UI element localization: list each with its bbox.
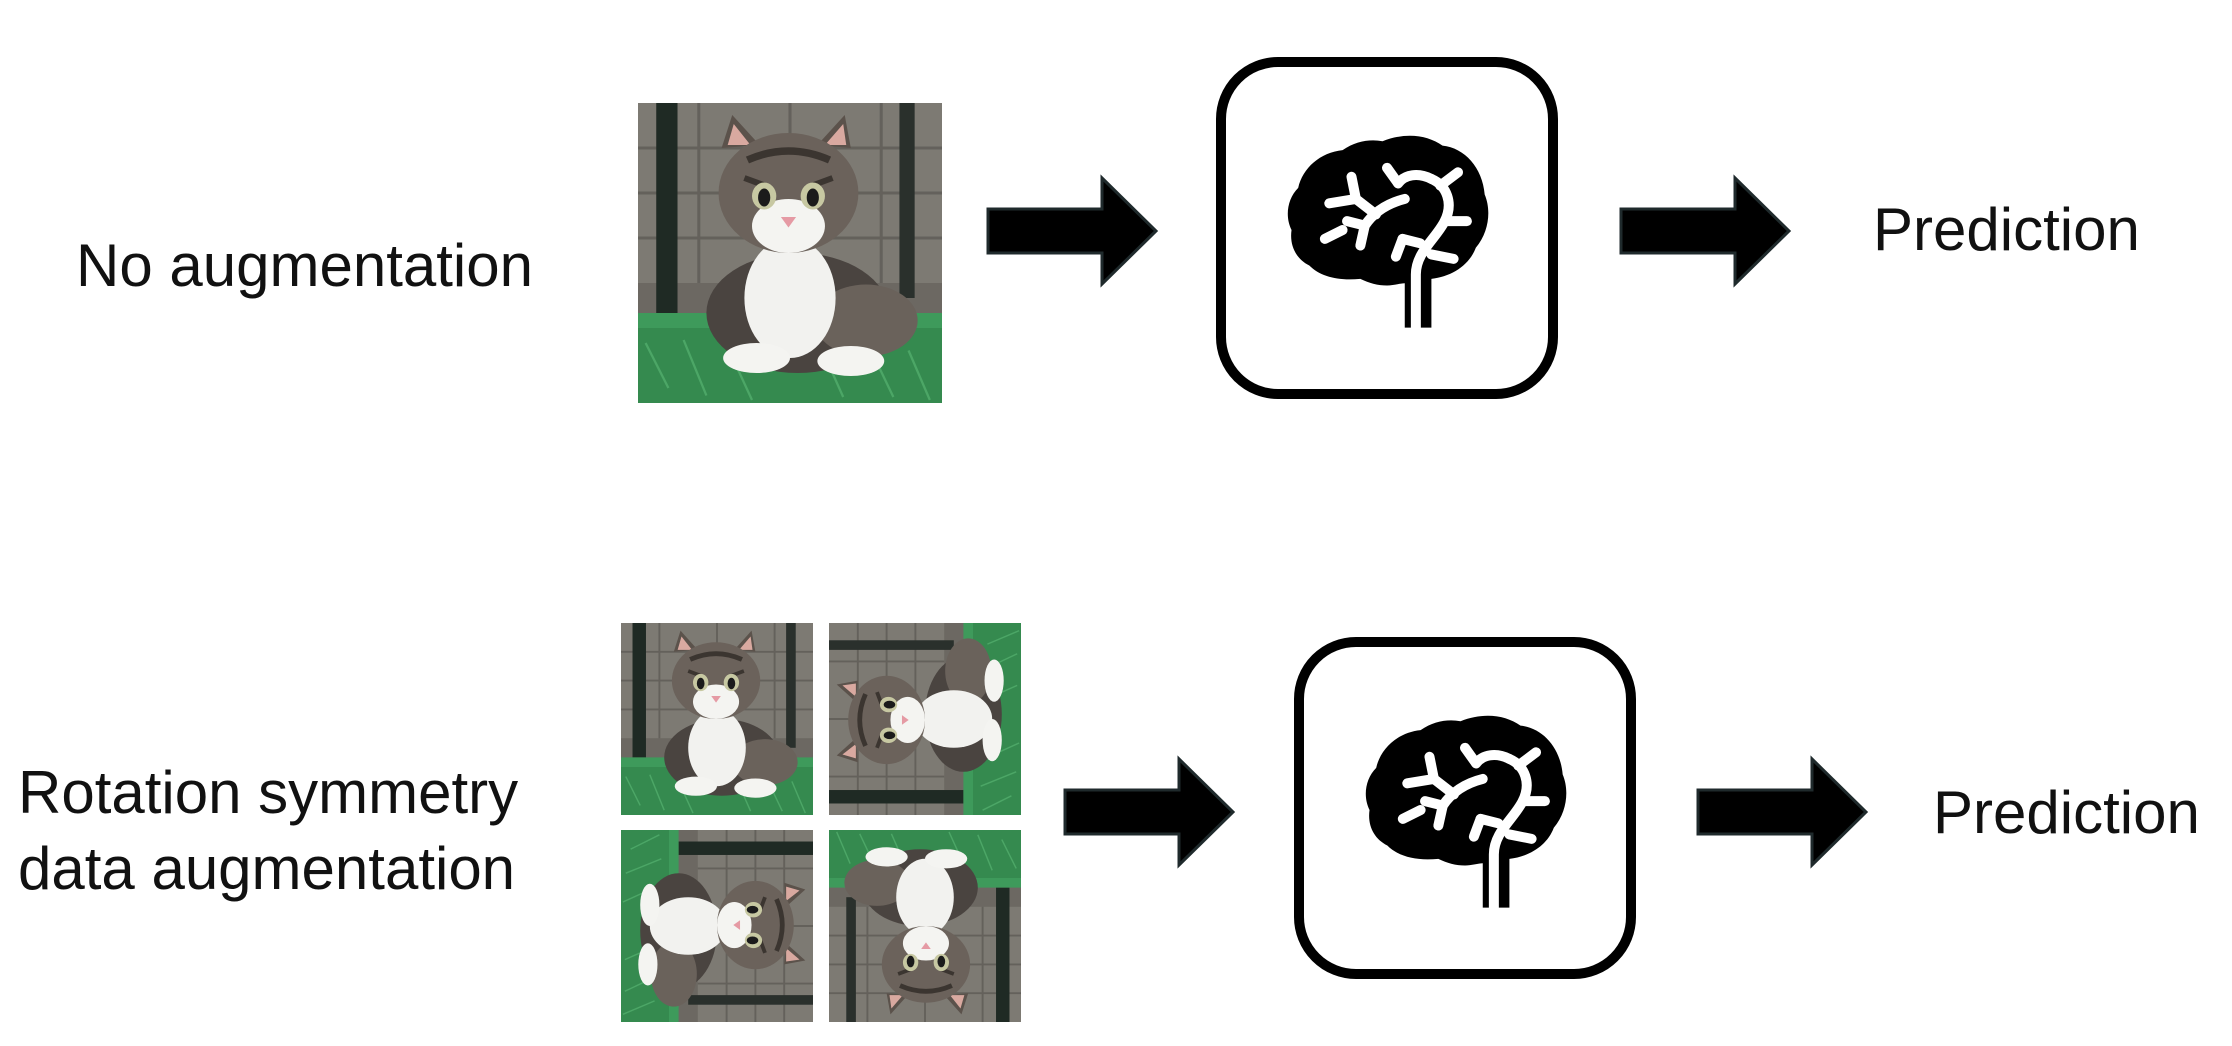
arrow-right-icon — [1695, 755, 1870, 869]
row-label-no-augmentation: No augmentation — [76, 232, 533, 299]
cat-photo — [638, 103, 942, 403]
model-box — [1294, 637, 1636, 979]
row-label-line: Rotation symmetry — [18, 759, 519, 826]
prediction-label: Prediction — [1933, 779, 2200, 846]
brain-icon — [1276, 119, 1498, 341]
cat-photo-rotated-270 — [621, 830, 813, 1022]
model-box — [1216, 57, 1558, 399]
arrow-right-icon — [1618, 174, 1793, 288]
cat-photo-rotated-180 — [829, 830, 1021, 1022]
prediction-label: Prediction — [1873, 196, 2140, 263]
row-label-line: data augmentation — [18, 835, 516, 902]
row-label-rotation-augmentation: Rotation symmetry data augmentation — [18, 755, 518, 907]
arrow-right-icon — [1062, 755, 1237, 869]
cat-photo-rotated-90 — [829, 623, 1021, 815]
brain-icon — [1354, 699, 1576, 921]
cat-photo-rotated-0 — [621, 623, 813, 815]
arrow-right-icon — [985, 174, 1160, 288]
